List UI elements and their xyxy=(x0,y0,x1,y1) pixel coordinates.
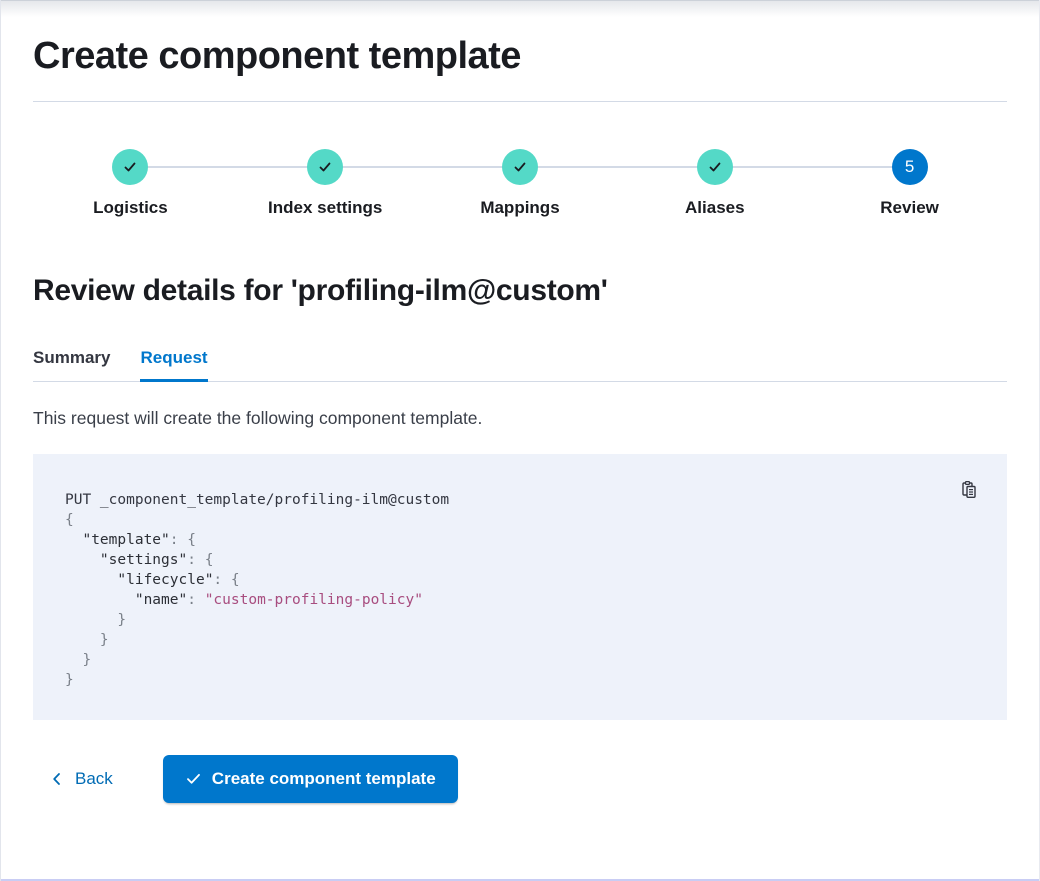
copy-to-clipboard-button[interactable] xyxy=(957,478,981,502)
review-tabs: Summary Request xyxy=(33,348,1007,382)
code-line: "lifecycle": { xyxy=(65,570,951,590)
bottom-edge-line xyxy=(1,879,1039,881)
tab-request[interactable]: Request xyxy=(140,348,208,382)
code-line: "name": "custom-profiling-policy" xyxy=(65,590,951,610)
code-segment-punct: { xyxy=(65,511,74,528)
step-review-circle[interactable]: 5 xyxy=(891,148,928,185)
request-code-content: PUT _component_template/profiling-ilm@cu… xyxy=(65,490,951,690)
create-component-template-page: Create component template Logistics Inde… xyxy=(1,0,1039,803)
code-line: "template": { xyxy=(65,530,951,550)
code-segment-punct: } xyxy=(65,671,74,688)
code-segment-punct: } xyxy=(65,611,127,628)
code-line: } xyxy=(65,650,951,670)
code-line: { xyxy=(65,510,951,530)
wizard-stepper: Logistics Index settings Mappings Aliase… xyxy=(33,148,1007,218)
request-code-block: PUT _component_template/profiling-ilm@cu… xyxy=(33,453,1007,720)
step-logistics-label: Logistics xyxy=(93,197,168,217)
step-aliases-label: Aliases xyxy=(685,197,745,217)
code-line: "settings": { xyxy=(65,550,951,570)
step-index-settings-label: Index settings xyxy=(268,197,383,217)
code-segment-punct: } xyxy=(65,651,92,668)
code-line: } xyxy=(65,610,951,630)
check-icon xyxy=(186,774,200,784)
code-segment-plain xyxy=(65,592,135,608)
step-index-settings[interactable]: Index settings xyxy=(228,148,423,218)
footer-actions: Back Create component template xyxy=(33,754,1007,803)
code-segment-plain: PUT _component_template/profiling-ilm@cu… xyxy=(65,491,450,508)
code-segment-key: "lifecycle" xyxy=(117,571,214,588)
code-segment-punct: : { xyxy=(187,551,214,568)
code-segment-punct: : { xyxy=(213,571,240,588)
review-details-heading: Review details for 'profiling-ilm@custom… xyxy=(33,273,608,307)
code-segment-plain xyxy=(65,552,100,568)
code-segment-plain xyxy=(65,532,82,548)
step-review-label: Review xyxy=(880,197,939,217)
check-icon xyxy=(514,162,526,171)
check-icon xyxy=(709,162,721,171)
create-button-label: Create component template xyxy=(211,768,436,788)
page-title: Create component template xyxy=(33,35,521,77)
code-segment-punct: : xyxy=(187,591,205,608)
title-divider xyxy=(33,100,1007,102)
code-line: } xyxy=(65,670,951,690)
step-logistics[interactable]: Logistics xyxy=(33,148,228,218)
step-mappings-label: Mappings xyxy=(480,197,560,217)
code-segment-key: "template" xyxy=(82,531,170,548)
code-line: } xyxy=(65,630,951,650)
code-segment-key: "settings" xyxy=(99,551,188,568)
step-review-number: 5 xyxy=(904,156,915,176)
check-icon xyxy=(124,162,136,171)
code-line: PUT _component_template/profiling-ilm@cu… xyxy=(65,490,951,510)
copy-clipboard-icon xyxy=(962,480,976,498)
step-review[interactable]: 5 Review xyxy=(812,148,1007,218)
code-segment-key: "name" xyxy=(134,591,188,608)
code-segment-plain xyxy=(65,572,117,588)
step-logistics-circle[interactable] xyxy=(112,148,149,185)
check-icon xyxy=(319,162,331,171)
step-aliases[interactable]: Aliases xyxy=(617,148,812,218)
back-button-label: Back xyxy=(75,768,113,788)
step-mappings-circle[interactable] xyxy=(501,148,538,185)
code-segment-punct: : { xyxy=(169,531,196,548)
create-component-template-button[interactable]: Create component template xyxy=(162,754,458,803)
code-segment-punct: } xyxy=(65,631,109,648)
back-button[interactable]: Back xyxy=(43,768,119,790)
code-segment-string: "custom-profiling-policy" xyxy=(204,591,423,608)
tab-summary[interactable]: Summary xyxy=(33,347,111,367)
step-index-settings-circle[interactable] xyxy=(307,148,344,185)
step-mappings[interactable]: Mappings xyxy=(423,148,618,218)
step-aliases-circle[interactable] xyxy=(696,148,733,185)
chevron-left-icon xyxy=(53,772,60,785)
request-description: This request will create the following c… xyxy=(33,407,483,428)
